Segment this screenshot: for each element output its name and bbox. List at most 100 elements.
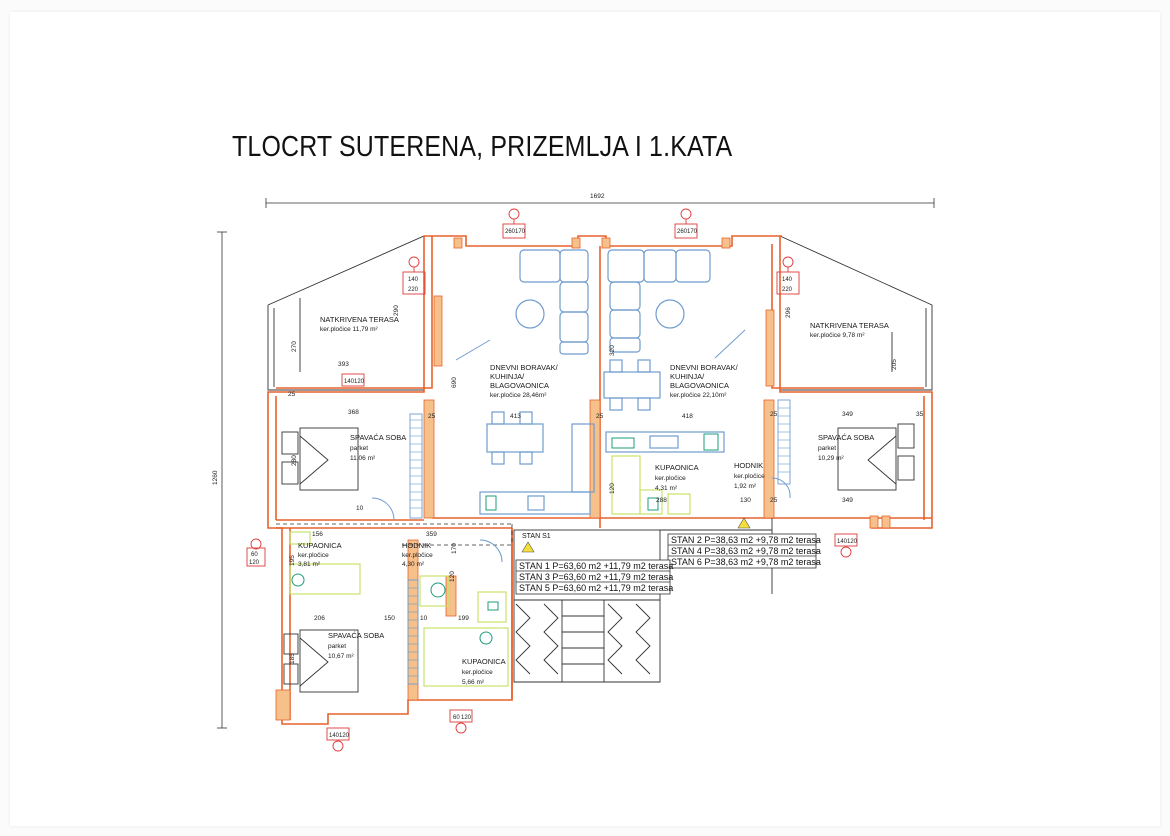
area-table-left bbox=[515, 559, 671, 595]
dimension-label: 418 bbox=[682, 413, 693, 420]
dimension-label: 393 bbox=[338, 361, 349, 368]
room-hall-2-name: HODNIK bbox=[402, 541, 431, 550]
room-bedroom-3-floor: parket bbox=[328, 643, 346, 650]
dimension-label: 195 bbox=[289, 555, 296, 566]
area-table-right bbox=[667, 533, 817, 569]
dimension-label: 10 bbox=[420, 615, 428, 622]
dimension-label: 130 bbox=[740, 497, 751, 504]
room-living-left-line2: KUHINJA/ bbox=[490, 372, 525, 381]
room-bedroom-1-floor: parket bbox=[350, 445, 368, 452]
room-living-left-line3: BLAGOVAONICA bbox=[490, 381, 549, 390]
interior-dimensions: 393 368 413 418 349 349 25 25 25 25 25 3… bbox=[288, 305, 924, 664]
room-living-right-line3: BLAGOVAONICA bbox=[670, 381, 729, 390]
dimension-label: 120 bbox=[609, 483, 616, 494]
room-labels: NATKRIVENA TERASA ker.pločice 11,79 m² N… bbox=[298, 315, 889, 686]
dimension-label: 205 bbox=[891, 359, 898, 370]
dimension-label: 25 bbox=[770, 497, 778, 504]
window-tag-9-top: 60 bbox=[453, 715, 460, 721]
room-bedroom-2-floor: parket bbox=[818, 445, 836, 452]
window-tag-6-bottom: 120 bbox=[249, 560, 260, 566]
window-tag-1-bottom: 170 bbox=[515, 229, 526, 235]
stan-marker: STAN S1 bbox=[521, 517, 751, 553]
dimension-label: 320 bbox=[609, 345, 616, 356]
room-bath-1-floor: ker.pločice bbox=[655, 475, 686, 482]
window-tag-6-top: 60 bbox=[251, 552, 258, 558]
bed-left-bottom bbox=[283, 629, 359, 693]
room-living-right-area: ker.pločice 22,10m² bbox=[670, 392, 727, 399]
bed-right bbox=[837, 423, 915, 491]
room-living-right-name: DNEVNI BORAVAK/ bbox=[670, 363, 739, 372]
dimension-label: 25 bbox=[288, 391, 296, 398]
area-row-stan-4: STAN 4 P=38,63 m2 +9,78 m2 terasa bbox=[671, 546, 821, 556]
area-row-stan-6: STAN 6 P=38,63 m2 +9,78 m2 terasa bbox=[671, 557, 821, 567]
room-terrace-left-area: ker.pločice 11,79 m² bbox=[320, 326, 379, 333]
room-bedroom-3-name: SPAVAĆA SOBA bbox=[328, 631, 384, 640]
overall-dimensions bbox=[217, 198, 935, 729]
dimension-label: 359 bbox=[426, 531, 437, 538]
terrace-right bbox=[779, 235, 933, 391]
window-tag-9-bottom: 120 bbox=[461, 715, 472, 721]
dimension-label: 280 bbox=[291, 455, 298, 466]
dim-overall-height: 1260 bbox=[212, 470, 219, 485]
room-bath-3-area: 5,66 m² bbox=[462, 679, 485, 686]
room-bath-1-area: 4,31 m² bbox=[655, 485, 678, 492]
window-tag-4-top: 140 bbox=[782, 277, 793, 283]
dimension-label: 413 bbox=[510, 413, 521, 420]
dimension-label: 368 bbox=[348, 409, 359, 416]
kitchen-elements bbox=[485, 433, 719, 511]
window-tag-8-bottom: 120 bbox=[339, 733, 350, 739]
paper bbox=[10, 12, 1160, 826]
dimension-label: 206 bbox=[314, 615, 325, 622]
room-hall-1-area: 1,92 m² bbox=[734, 483, 757, 490]
dimension-label: 150 bbox=[384, 615, 395, 622]
dimension-label: 35 bbox=[916, 411, 924, 418]
room-hall-1-name: HODNIK bbox=[734, 461, 763, 470]
room-bath-2-area: 3,81 m² bbox=[298, 561, 321, 568]
wardrobes bbox=[407, 399, 791, 685]
sofa-right bbox=[603, 249, 725, 453]
room-terrace-right-area: ker.pločice 9,78 m² bbox=[810, 332, 865, 339]
dimension-label: 10 bbox=[356, 505, 364, 512]
room-living-right-line2: KUHINJA/ bbox=[670, 372, 705, 381]
dimension-label: 185 bbox=[289, 653, 296, 664]
room-hall-2-floor: ker.pločice bbox=[402, 552, 433, 559]
window-tag-7-top: 140 bbox=[837, 539, 848, 545]
area-row-stan-1: STAN 1 P=63,60 m2 +11,79 m2 terasa bbox=[519, 561, 673, 571]
room-bath-1-name: KUPAONICA bbox=[655, 463, 699, 472]
dimension-label: 270 bbox=[291, 341, 298, 352]
room-terrace-right-name: NATKRIVENA TERASA bbox=[810, 321, 889, 330]
dimension-label: 199 bbox=[458, 615, 469, 622]
area-row-stan-5: STAN 5 P=63,60 m2 +11,79 m2 terasa bbox=[519, 583, 673, 593]
window-tag-3-top: 140 bbox=[408, 277, 419, 283]
window-tag-texts: 260 170 260 170 140 220 140 220 140 120 … bbox=[249, 229, 858, 739]
dimension-label: 25 bbox=[770, 411, 778, 418]
room-bedroom-3-area: 10,67 m² bbox=[328, 653, 354, 660]
dimension-label: 690 bbox=[451, 377, 458, 388]
stan-label: STAN S1 bbox=[522, 533, 551, 540]
window-tag-3-bottom: 220 bbox=[408, 287, 419, 293]
sofa-left bbox=[479, 249, 595, 515]
room-bath-2-floor: ker.pločice bbox=[298, 552, 329, 559]
room-hall-1-floor: ker.pločice bbox=[734, 473, 765, 480]
room-bedroom-1-name: SPAVAĆA SOBA bbox=[350, 433, 406, 442]
bed-left-top bbox=[281, 427, 359, 491]
dimension-label: 349 bbox=[842, 497, 853, 504]
area-row-stan-3: STAN 3 P=63,60 m2 +11,79 m2 terasa bbox=[519, 572, 673, 582]
room-bath-2-name: KUPAONICA bbox=[298, 541, 342, 550]
dimension-label: 120 bbox=[449, 571, 456, 582]
room-bedroom-1-area: 11,06 m² bbox=[350, 455, 376, 462]
staircase bbox=[513, 518, 773, 683]
dimension-label: 170 bbox=[451, 543, 458, 554]
dimension-label: 349 bbox=[842, 411, 853, 418]
dimension-label: 296 bbox=[785, 307, 792, 318]
room-living-left-name: DNEVNI BORAVAK/ bbox=[490, 363, 559, 372]
window-tag-5-top: 140 bbox=[344, 379, 355, 385]
window-tag-7-bottom: 120 bbox=[847, 539, 858, 545]
sanitary-icons bbox=[291, 497, 659, 645]
window-tag-2-top: 260 bbox=[677, 229, 688, 235]
room-living-left-area: ker.pločice 28,46m² bbox=[490, 392, 547, 399]
dimension-label: 156 bbox=[312, 531, 323, 538]
window-tag-8-top: 140 bbox=[329, 733, 340, 739]
